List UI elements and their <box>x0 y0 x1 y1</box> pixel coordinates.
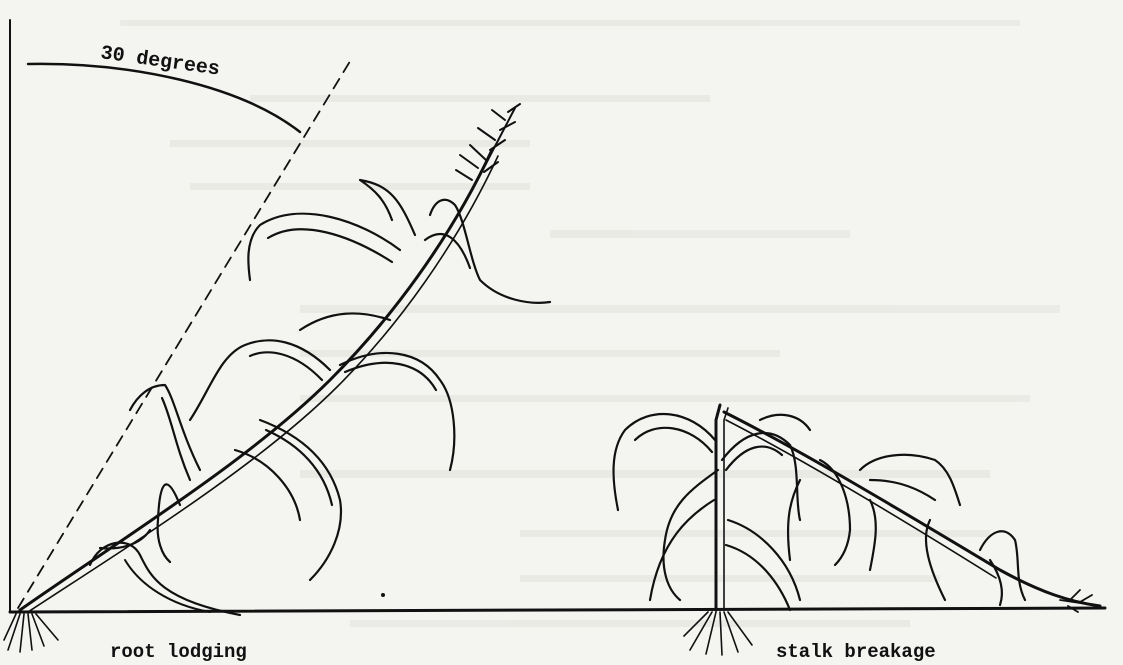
root-lodging-roots <box>4 614 58 652</box>
stalk-breakage-roots <box>684 612 752 655</box>
stalk-breakage-label: stalk breakage <box>776 641 936 663</box>
ground-line <box>10 608 1105 612</box>
stray-ink-dot <box>381 593 385 597</box>
root-lodging-stalk <box>20 150 492 610</box>
root-lodging-label: root lodging <box>110 641 247 663</box>
bleed-through-texture <box>120 20 1060 627</box>
